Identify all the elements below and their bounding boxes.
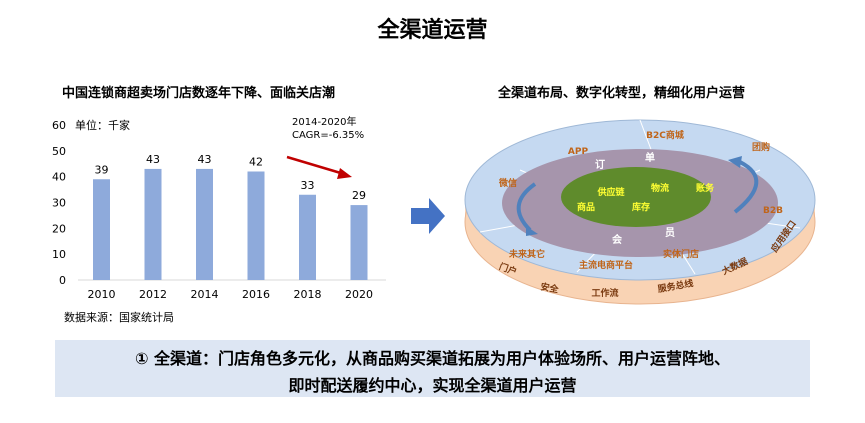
diagram-title: 全渠道布局、数字化转型，精细化用户运营 [498,86,746,101]
core-label: 库存 [632,201,650,213]
outer-label: APP [568,147,589,157]
outer-label: 团购 [752,141,770,153]
side-label: 工作流 [591,287,618,299]
cycle-arrow-left-head [526,226,538,236]
summary-line1: ① 全渠道：门店角色多元化，从商品购买渠道拓展为用户体验场所、用户运营阵地、 [134,349,731,368]
core-label: 账务 [696,182,715,194]
side-label: 安全 [540,281,561,296]
outer-label: 微信 [498,177,517,189]
bar [299,194,316,280]
middle-label: 会 [612,233,622,246]
outer-label: 未来其它 [508,248,545,260]
bar [247,171,265,280]
y-tick-label: 30 [52,197,66,210]
x-tick-label: 2018 [294,288,322,301]
data-label: 43 [198,153,212,166]
outer-label: 实体门店 [663,248,699,260]
cagr-annotation: 2014-2020年 CAGR=-6.35% [292,116,364,142]
data-label: 42 [249,156,263,169]
y-tick-label: 60 [52,119,66,132]
core-label: 商品 [577,201,595,213]
data-label: 29 [352,189,366,202]
middle-label: 订 [595,158,605,171]
unit-label: 单位：千家 [75,119,130,132]
data-label: 33 [301,179,315,192]
bar [350,205,368,280]
y-tick-label: 0 [59,274,66,287]
data-label: 39 [95,163,109,176]
y-tick-label: 50 [52,145,66,158]
y-tick-label: 10 [52,248,66,261]
page-title: 全渠道运营 [377,18,488,43]
trend-arrow-head [337,168,352,179]
segment-divider [639,119,653,153]
outer-label: B2C商城 [646,129,684,141]
x-tick-label: 2014 [191,288,219,301]
y-tick-label: 40 [52,171,66,184]
bar-chart: 0 10 20 30 40 50 60 39 2010 43 2012 43 2014 42 2016 33 2… [52,119,386,301]
x-tick-label: 2016 [242,288,270,301]
bar [196,168,213,280]
y-tick-label: 20 [52,222,66,235]
cycle-arrow-right [733,160,759,214]
middle-label: 员 [665,227,675,239]
data-source: 数据来源：国家统计局 [64,311,174,324]
data-label: 43 [146,153,160,166]
chart-title: 中国连锁商超卖场门店数逐年下降、面临关店潮 [62,86,336,101]
right-arrow-icon [411,198,445,234]
core-label: 物流 [651,182,669,194]
outer-label: B2B [763,206,783,216]
cycle-arrow-right-head [728,156,742,168]
bar [93,179,110,280]
middle-label: 单 [645,151,655,164]
x-tick-label: 2012 [139,288,167,301]
summary-line2: 即时配送履约中心，实现全渠道用户运营 [288,376,577,395]
bar [144,168,162,280]
annotation-line1: 2014-2020年 [292,117,357,128]
summary-box [55,340,810,397]
trend-arrow [286,155,345,176]
cycle-arrow-left [516,182,537,232]
x-tick-label: 2010 [88,288,116,301]
annotation-line2: CAGR=-6.35% [292,130,365,141]
x-tick-label: 2020 [345,288,373,301]
core [561,167,711,227]
outer-label: 主流电商平台 [579,259,633,271]
core-label: 供应链 [596,186,625,198]
